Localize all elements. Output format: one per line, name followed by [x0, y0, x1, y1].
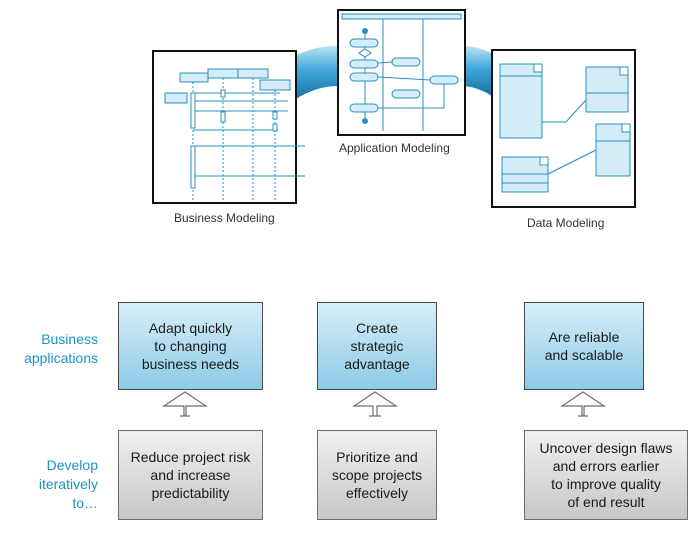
business-applications-label: Business applications: [24, 331, 98, 366]
business-modeling-caption: Business Modeling: [174, 211, 275, 225]
goal-text-adapt: Adapt quickly to changing business needs: [141, 320, 240, 372]
business-modeling-panel: [152, 50, 305, 204]
up-arrow-3: [560, 391, 606, 417]
goal-box-adapt: Adapt quickly to changing business needs: [118, 302, 263, 390]
data-modeling-panel: [491, 49, 636, 208]
connector-tube-left: [288, 45, 338, 100]
benefit-box-risk: Reduce project risk and increase predict…: [118, 430, 263, 520]
benefit-box-quality: Uncover design flaws and errors earlier …: [524, 430, 688, 520]
benefit-box-scope: Prioritize and scope projects effectivel…: [317, 430, 437, 520]
goal-text-strategic: Create strategic advantage: [344, 320, 410, 372]
benefit-text-risk: Reduce project risk and increase predict…: [130, 449, 251, 501]
application-modeling-panel: [337, 9, 466, 136]
goal-box-strategic: Create strategic advantage: [317, 302, 437, 390]
up-arrow-1: [162, 391, 208, 417]
develop-iteratively-label: Develop iteratively to…: [38, 457, 98, 511]
application-modeling-caption: Application Modeling: [339, 141, 450, 155]
benefit-text-quality: Uncover design flaws and errors earlier …: [539, 440, 673, 510]
goal-text-reliable: Are reliable and scalable: [544, 329, 624, 363]
data-modeling-caption: Data Modeling: [527, 216, 605, 230]
benefit-text-scope: Prioritize and scope projects effectivel…: [331, 449, 423, 501]
up-arrow-2: [352, 391, 398, 417]
goal-box-reliable: Are reliable and scalable: [524, 302, 644, 390]
